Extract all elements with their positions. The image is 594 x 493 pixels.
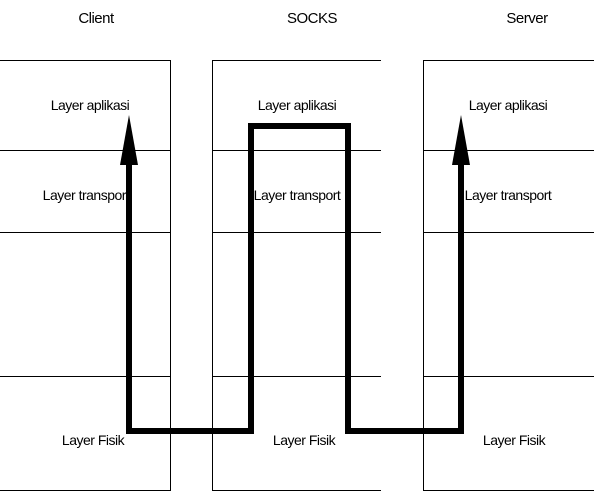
column-header-server: Server <box>506 10 548 27</box>
server-physical-layer-label: Layer Fisik <box>483 432 547 448</box>
socks-physical-layer-label: Layer Fisik <box>273 432 337 448</box>
column-header-client: Client <box>78 10 115 27</box>
server-up-arrow-icon <box>452 115 470 165</box>
server-stack: Layer aplikasi Layer transport Layer Fis… <box>423 60 594 491</box>
client-application-layer-label: Layer aplikasi <box>51 97 130 113</box>
client-transport-layer-label: Layer transport <box>43 187 130 203</box>
socks-stack: Layer aplikasi Layer transport Layer Fis… <box>212 60 381 491</box>
socks-transport-layer-label: Layer transport <box>254 187 341 203</box>
data-flow-path <box>126 123 464 434</box>
column-header-socks: SOCKS <box>287 10 338 27</box>
client-up-arrow-icon <box>120 115 138 165</box>
server-transport-layer-label: Layer transport <box>465 187 552 203</box>
socks-application-layer-label: Layer aplikasi <box>258 97 337 113</box>
client-physical-layer-label: Layer Fisik <box>62 432 126 448</box>
server-application-layer-label: Layer aplikasi <box>469 97 548 113</box>
client-stack: Layer aplikasi Layer transport Layer Fis… <box>0 60 171 491</box>
